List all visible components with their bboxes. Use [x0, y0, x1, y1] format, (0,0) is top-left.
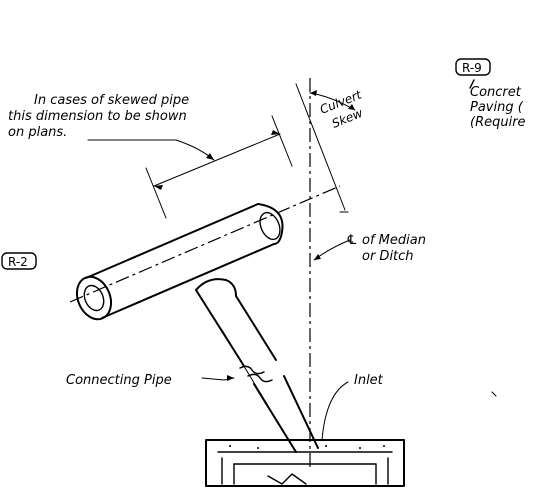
dimension-note-line2: this dimension to be shown — [8, 109, 187, 124]
dimension-line — [153, 133, 281, 187]
concrete-label-line2: Paving ( — [470, 100, 524, 115]
median-leader-arrow — [314, 254, 321, 260]
note-leader-arrow — [206, 153, 214, 160]
dimension-extension-left — [145, 167, 167, 219]
dimension-extension-right — [271, 115, 293, 167]
tick-mark-2 — [491, 391, 497, 397]
reference-tag-r2-text: R-2 — [8, 255, 28, 269]
connecting-pipe-leader-arrow — [227, 375, 234, 381]
connecting-pipe — [195, 278, 319, 453]
concrete-leader-hook — [469, 79, 475, 89]
inlet-leader — [321, 381, 349, 441]
concrete-label-line1: Concret — [470, 85, 522, 100]
reference-tag-r2: R-2 — [1, 252, 37, 270]
skew-arc-arrow-left — [310, 90, 317, 96]
dimension-note-line3: on plans. — [8, 125, 67, 140]
inlet-structure — [205, 439, 405, 487]
culvert-centerline — [69, 185, 341, 303]
dimension-note-line1: In cases of skewed pipe — [34, 93, 189, 108]
skew-arc-arrow-right — [348, 104, 355, 110]
skew-angle-leg — [295, 83, 346, 211]
connecting-pipe-label: Connecting Pipe — [66, 373, 172, 388]
culvert-pipe — [75, 203, 284, 321]
dimension-arrow-right — [271, 130, 280, 135]
concrete-label-line3: (Require — [470, 115, 526, 130]
reference-tag-r9-text: R-9 — [462, 61, 482, 75]
median-label-line1: of Median — [362, 233, 426, 248]
median-label-line2: or Ditch — [362, 249, 414, 264]
centerline-symbol: ℄ — [346, 233, 358, 248]
note-leader — [87, 139, 215, 161]
reference-tag-r9: R-9 — [455, 58, 491, 76]
dimension-arrow-left — [154, 185, 163, 190]
inlet-label: Inlet — [354, 373, 384, 388]
